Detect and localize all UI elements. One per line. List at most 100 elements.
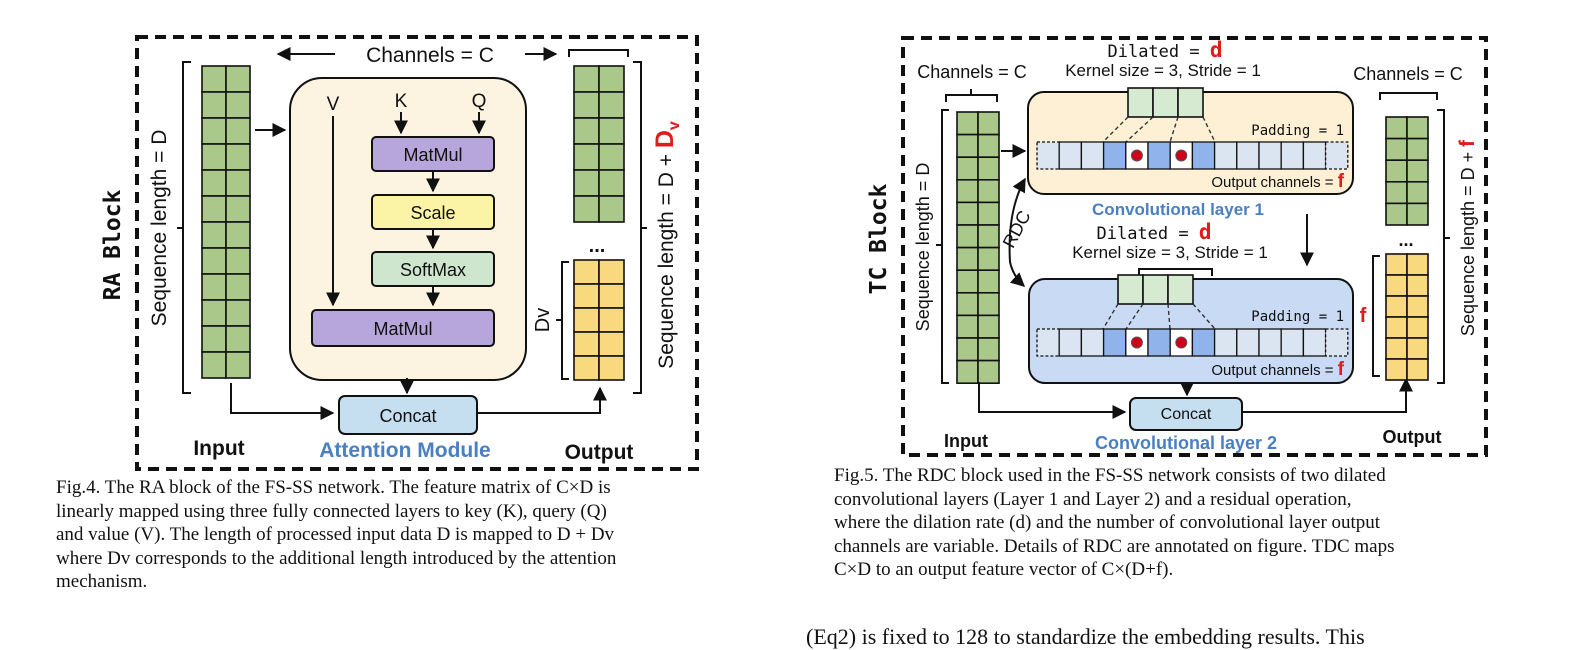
kernel-cell: [1127, 87, 1154, 118]
fig4-seq-label: Sequence length = D: [148, 130, 171, 327]
fig4-caption-line: where Dv corresponds to the additional l…: [56, 547, 617, 569]
matrix-cell: [977, 224, 1000, 249]
fig4-caption-line: linearly mapped using three fully connec…: [56, 500, 607, 522]
matrix-cell: [598, 143, 625, 171]
matrix-cell: [225, 91, 251, 119]
fig5-output-matrix: [1385, 116, 1429, 226]
matrix-cell: [573, 307, 600, 333]
sequence-cell: [1080, 141, 1105, 170]
matrix-cell: [977, 269, 1000, 294]
matrix-cell: [598, 117, 625, 145]
matrix-cell: [573, 283, 600, 309]
matrix-cell: [1406, 358, 1429, 381]
sequence-cell: [1058, 328, 1083, 357]
matrix-cell: [573, 169, 600, 197]
sequence-cell: [1280, 328, 1305, 357]
fig4-input-matrix: [201, 65, 251, 379]
fig5-caption-line: where the dilation rate (d) and the numb…: [834, 512, 1381, 533]
matrix-cell: [573, 117, 600, 145]
fig5-tc-block: TC Block Channels = C Sequence length = …: [866, 36, 1488, 457]
matrix-cell: [573, 355, 600, 381]
kernel-cell: [1167, 274, 1194, 305]
matrix-cell: [225, 221, 251, 249]
matrix-cell: [1385, 137, 1408, 162]
matrix-cell: [977, 337, 1000, 362]
fig5-concat-box: [1129, 397, 1243, 431]
kernel-cell: [1142, 274, 1169, 305]
matrix-cell: [977, 156, 1000, 181]
fig5-layer1-label: Convolutional layer 1: [1092, 200, 1264, 219]
matrix-cell: [573, 91, 600, 119]
kernel-connector: [1102, 303, 1119, 330]
fig5-kernel2-label: Kernel size = 3, Stride = 1: [1072, 243, 1268, 262]
matrix-cell: [977, 291, 1000, 317]
fig5-outch2-label: Output channels = f: [1211, 359, 1344, 380]
fig5-input-matrix: [956, 111, 1000, 385]
matrix-cell: [573, 331, 600, 357]
matrix-cell: [201, 169, 227, 197]
matrix-cell: [1385, 253, 1408, 276]
kernel-connector: [1125, 303, 1144, 330]
matrix-cell: [598, 283, 625, 309]
matrix-cell: [956, 314, 979, 339]
matrix-cell: [1406, 202, 1429, 226]
matrix-cell: [956, 111, 979, 136]
matrix-cell: [956, 201, 979, 226]
fig5-kernel2: [1102, 274, 1216, 330]
matrix-cell: [201, 221, 227, 249]
sequence-cell: [1080, 328, 1105, 357]
sequence-cell: [1302, 141, 1327, 170]
matrix-cell: [573, 65, 600, 93]
matrix-cell: [956, 291, 979, 317]
sequence-cell: [1036, 141, 1060, 170]
sequence-cell: [1036, 328, 1060, 357]
fig4-caption-line: Fig.4. The RA block of the FS-SS network…: [56, 477, 611, 498]
matrix-cell: [1406, 181, 1429, 205]
sequence-cell: [1324, 328, 1349, 357]
fig5-caption-line: Fig.5. The RDC block used in the FS-SS n…: [834, 465, 1386, 486]
matrix-cell: [225, 299, 251, 327]
sequence-cell: [1236, 141, 1260, 170]
matrix-cell: [956, 133, 979, 159]
sequence-cell: [1147, 141, 1171, 170]
fig4-module-label: Attention Module: [319, 439, 490, 462]
fig4-concat-box: [338, 395, 478, 435]
matrix-cell: [1406, 274, 1429, 297]
sequence-cell: [1102, 141, 1127, 170]
matrix-cell: [1406, 337, 1429, 360]
fig4-scale-label: Scale: [410, 203, 455, 223]
matrix-cell: [977, 314, 1000, 339]
matrix-cell: [977, 111, 1000, 136]
matrix-cell: [225, 325, 251, 353]
fig5-caption-line: convolutional layers (Layer 1 and Layer …: [834, 488, 1352, 510]
fig4-dashed-border: [135, 35, 699, 471]
sequence-cell: [1102, 328, 1127, 357]
matrix-cell: [1385, 295, 1408, 318]
matrix-cell: [225, 169, 251, 197]
fig5-kernel1-label: Kernel size = 3, Stride = 1: [1065, 61, 1261, 80]
dilation-dot: [1175, 149, 1188, 162]
matrix-cell: [1385, 181, 1408, 205]
kernel-connector: [1125, 116, 1154, 143]
matrix-cell: [1385, 358, 1408, 381]
fig4-output-matrix: [573, 65, 625, 223]
fig5-concat-label: Concat: [1161, 406, 1212, 423]
fig4-matmul2-label: MatMul: [373, 319, 432, 339]
sequence-cell: [1191, 328, 1216, 357]
matrix-cell: [201, 91, 227, 119]
fig4-block-label: RA Block: [100, 189, 126, 300]
fig5-dilated2-label: Dilated = d: [1096, 220, 1211, 244]
matrix-cell: [1385, 159, 1408, 183]
matrix-cell: [225, 351, 251, 379]
kernel-connector: [1202, 116, 1216, 143]
fig4-matmul2-box: [311, 309, 495, 347]
matrix-cell: [201, 325, 227, 353]
sequence-cell: [1324, 141, 1349, 170]
matrix-cell: [598, 355, 625, 381]
sequence-cell: [1213, 328, 1238, 357]
fig5-layer2-label: Convolutional layer 2: [1095, 433, 1277, 453]
body-text-cutoff: (Eq2) is fixed to 128 to standardize the…: [806, 624, 1365, 649]
matrix-cell: [1385, 202, 1408, 226]
matrix-cell: [1385, 116, 1408, 140]
